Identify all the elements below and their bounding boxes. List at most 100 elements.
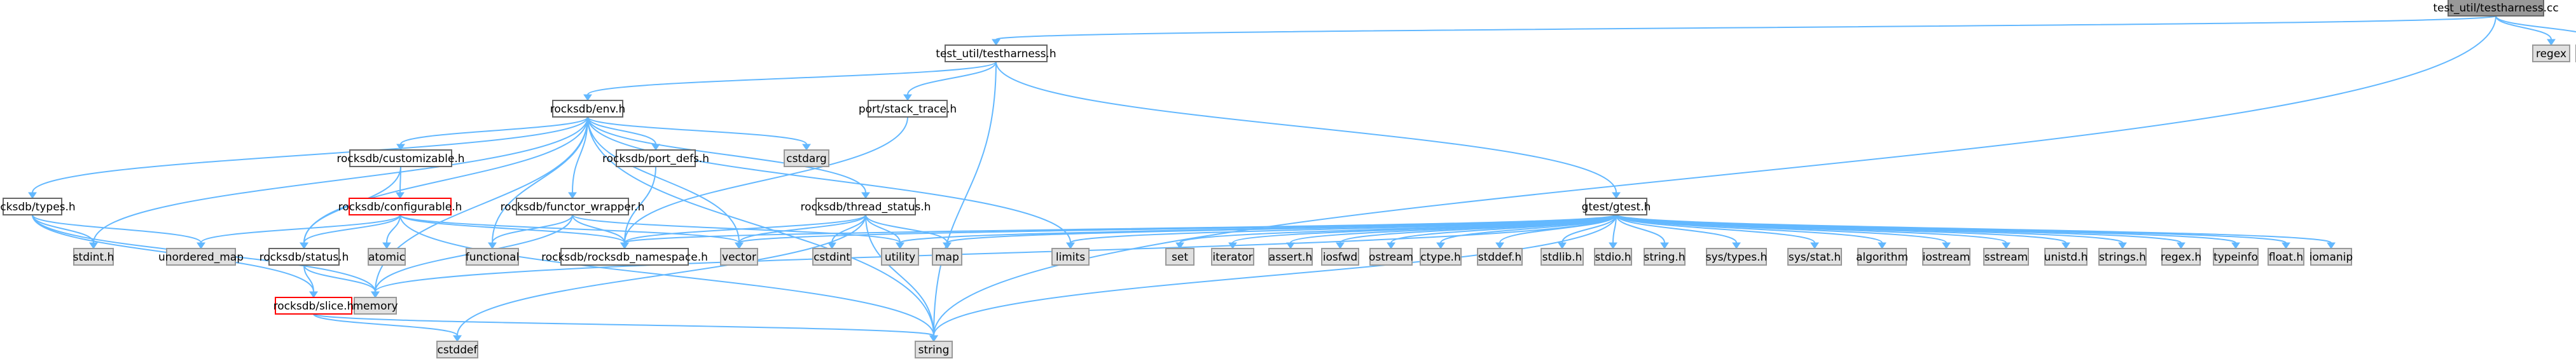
node-label: stdlib.h: [1542, 251, 1582, 264]
arrowhead-customizable_h-to-configurable_h: [396, 192, 405, 199]
node-label: rocksdb/status.h: [260, 251, 349, 264]
arrowhead-gtest_h-to-float_h: [2282, 242, 2290, 249]
node-box: [1541, 248, 1584, 266]
arrowhead-gtest_h-to-strings_h: [2118, 242, 2127, 249]
edge-gtest_h-to-ctype_h: [1440, 214, 1617, 243]
edge-configurable_h-to-namespace_h: [399, 214, 625, 243]
node-iomanip: iomanip: [2309, 248, 2353, 266]
node-algorithm: algorithm: [1856, 248, 1908, 266]
node-label: ctype.h: [1420, 251, 1461, 264]
arrowhead-gtest_h-to-utility: [896, 242, 904, 249]
node-functional: functional: [466, 248, 519, 266]
arrowhead-gtest_h-to-ctype_h: [1436, 242, 1445, 249]
node-thread-status-h[interactable]: rocksdb/thread_status.h: [800, 198, 931, 215]
node-label: algorithm: [1856, 251, 1908, 264]
edge-env_h-to-port_defs_h: [587, 116, 656, 145]
node-gtest-h[interactable]: gtest/gtest.h: [1582, 198, 1651, 215]
node-label: stdio.h: [1595, 251, 1631, 264]
arrowhead-testharness_h-to-stack_trace_h: [903, 94, 912, 101]
edge-configurable_h-to-vector: [399, 214, 740, 243]
node-namespace-h[interactable]: rocksdb/rocksdb_namespace.h: [541, 248, 708, 266]
node-box: [815, 198, 916, 215]
edge-configurable_h-to-status_h: [303, 214, 401, 243]
node-stdio-h: stdio.h: [1594, 248, 1632, 266]
edge-testharness_h-to-env_h: [587, 61, 997, 95]
node-slice-h[interactable]: rocksdb/slice.h: [274, 297, 354, 315]
edge-configurable_h-to-atomic: [386, 214, 401, 243]
arrowhead-gtest_h-to-iosfwd: [1336, 242, 1345, 249]
node-box: [1594, 248, 1632, 266]
node-testharness-h[interactable]: test_util/testharness.h: [936, 44, 1056, 62]
node-vector: vector: [720, 248, 758, 266]
node-box: [560, 248, 689, 266]
node-box: [2268, 248, 2304, 266]
arrowhead-gtest_h-to-stdio_h: [1609, 242, 1617, 249]
edge-env_h-to-string: [587, 116, 934, 336]
arrowhead-gtest_h-to-map: [943, 242, 952, 249]
node-box: [932, 248, 962, 266]
edge-configurable_h-to-unordered_map: [200, 214, 401, 243]
arrowhead-gtest_h-to-assert_h: [1286, 242, 1295, 249]
node-utility: utility: [881, 248, 919, 266]
node-box: [915, 341, 953, 358]
edge-env_h-to-customizable_h: [400, 116, 588, 145]
arrowhead-gtest_h-to-limits: [1066, 242, 1075, 249]
node-label: iomanip: [2309, 251, 2353, 264]
node-label: sys/types.h: [1706, 251, 1768, 264]
edge-gtest_h-to-ostream: [1390, 214, 1617, 243]
node-box: [868, 100, 948, 118]
node-box: [516, 198, 629, 215]
node-root[interactable]: test_util/testharness.cc: [2433, 0, 2559, 17]
node-box: [2448, 0, 2544, 17]
node-box: [2098, 248, 2147, 266]
node-customizable-h[interactable]: rocksdb/customizable.h: [336, 149, 465, 167]
arrowhead-gtest_h-to-memory: [371, 291, 380, 298]
node-ostream: ostream: [1369, 248, 1413, 266]
node-label: sstream: [1984, 251, 2028, 264]
node-label: regex: [2536, 48, 2566, 60]
node-stack-trace-h[interactable]: port/stack_trace.h: [859, 100, 957, 118]
node-functor-wrapper-h[interactable]: rocksdb/functor_wrapper.h: [501, 198, 645, 215]
arrowhead-configurable_h-to-atomic: [382, 242, 391, 249]
arrowhead-configurable_h-to-status_h: [300, 242, 308, 249]
node-string-h: string.h: [1644, 248, 1686, 266]
node-configurable-h[interactable]: rocksdb/configurable.h: [338, 198, 462, 215]
node-label: rocksdb/functor_wrapper.h: [501, 201, 645, 214]
edge-slice_h-to-string: [313, 313, 934, 336]
node-box: [1787, 248, 1842, 266]
edge-status_h-to-memory: [303, 264, 376, 292]
node-ctype-h: ctype.h: [1420, 248, 1462, 266]
node-box: [2310, 248, 2352, 266]
arrowhead-env_h-to-cstdarg: [802, 144, 811, 151]
node-label: port/stack_trace.h: [859, 103, 957, 116]
edge-gtest_h-to-sys_types_h: [1616, 214, 1737, 243]
node-box: [268, 248, 340, 266]
node-box: [2044, 248, 2088, 266]
node-box: [349, 198, 452, 215]
node-iostream: iostream: [1922, 248, 1970, 266]
node-regex-h: regex.h: [2161, 248, 2201, 266]
node-box: [720, 248, 758, 266]
node-strings-h: strings.h: [2098, 248, 2147, 266]
edge-configurable_h-to-string: [399, 214, 934, 336]
arrowhead-gtest_h-to-algorithm: [1878, 242, 1887, 249]
node-status-h[interactable]: rocksdb/status.h: [260, 248, 349, 266]
arrowhead-functor_wrapper_h-to-functional: [488, 242, 497, 249]
arrowhead-slice_h-to-cstddef: [453, 335, 462, 342]
arrowhead-root-to-regex_top: [2547, 39, 2556, 46]
arrowhead-gtest_h-to-iostream: [1942, 242, 1951, 249]
node-label: memory: [352, 300, 398, 313]
arrowhead-root-to-testharness_h: [992, 39, 1001, 46]
edge-thread_status_h-to-utility: [865, 214, 901, 243]
node-types-h[interactable]: rocksdb/types.h: [0, 198, 76, 215]
node-label: iostream: [1923, 251, 1970, 264]
node-env-h[interactable]: rocksdb/env.h: [550, 100, 626, 118]
node-label: iosfwd: [1323, 251, 1357, 264]
node-sys-types-h: sys/types.h: [1706, 248, 1768, 266]
node-set: set: [1165, 248, 1195, 266]
node-box: [1857, 248, 1907, 266]
node-port-defs-h[interactable]: rocksdb/port_defs.h: [602, 149, 709, 167]
node-box: [3, 198, 62, 215]
arrowhead-gtest_h-to-sys_types_h: [1732, 242, 1741, 249]
